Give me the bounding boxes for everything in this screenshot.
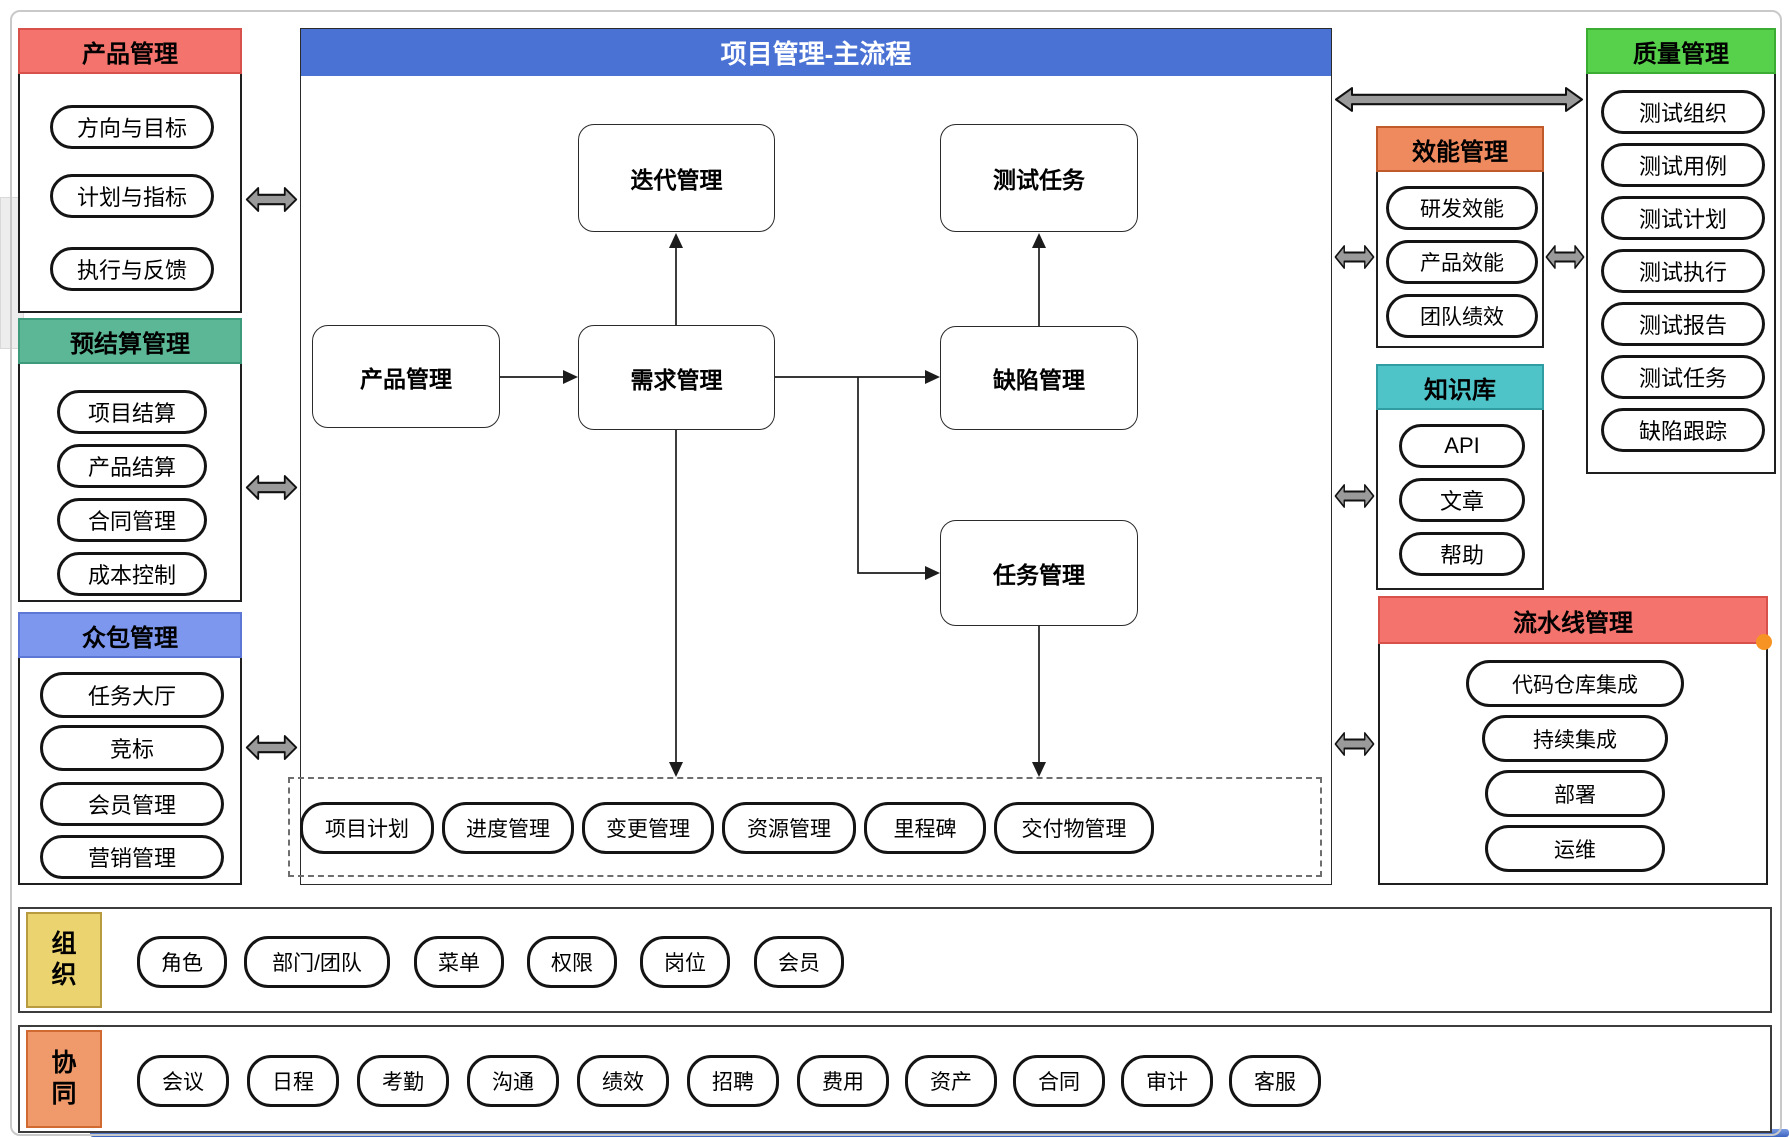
flow-node-product: 产品管理 [312,325,500,428]
pill-bidding: 竞标 [40,725,224,771]
double-arrow-icon [1545,244,1585,270]
pill-test-org: 测试组织 [1601,90,1765,134]
pill-test-task: 测试任务 [1601,355,1765,399]
section-header: 众包管理 [18,612,242,658]
pill-test-report: 测试报告 [1601,302,1765,346]
flow-node-defect: 缺陷管理 [940,326,1138,430]
pill-menu: 菜单 [414,936,504,988]
pill-deploy: 部署 [1485,770,1665,817]
section-quality-mgmt: 质量管理 测试组织 测试用例 测试计划 测试执行 测试报告 测试任务 缺陷跟踪 [1586,28,1776,474]
pill-help: 帮助 [1399,532,1525,576]
pill-marketing-mgmt: 营销管理 [40,835,224,879]
pill-position: 岗位 [640,936,730,988]
pill-test-case: 测试用例 [1601,143,1765,187]
section-header: 效能管理 [1376,126,1544,172]
double-arrow-icon [1334,483,1375,509]
pill-schedule: 日程 [247,1055,339,1107]
main-flow-title: 项目管理-主流程 [301,29,1331,76]
pill-attendance: 考勤 [357,1055,449,1107]
pill-role: 角色 [137,936,227,988]
double-arrow-icon [245,186,298,213]
flow-node-requirement: 需求管理 [578,325,775,430]
double-arrow-icon [1334,244,1375,270]
double-arrow-long-icon [1334,86,1584,113]
row-organization: 组 织 角色 部门/团队 菜单 权限 岗位 会员 [18,907,1772,1013]
pill-code-repo-integration: 代码仓库集成 [1466,660,1684,707]
section-efficiency-mgmt: 效能管理 研发效能 产品效能 团队绩效 [1376,126,1544,348]
pill-dev-efficiency: 研发效能 [1386,186,1538,230]
pill-cost-control: 成本控制 [57,552,207,596]
pill-communication: 沟通 [467,1055,559,1107]
double-arrow-icon [245,474,298,501]
pill-article: 文章 [1399,478,1525,522]
pill-customer-service: 客服 [1229,1055,1321,1107]
section-header: 预结算管理 [18,318,242,364]
section-header: 流水线管理 [1378,596,1768,644]
pill-recruitment: 招聘 [687,1055,779,1107]
pill-progress-mgmt: 进度管理 [442,802,574,854]
pill-defect-tracking: 缺陷跟踪 [1601,408,1765,452]
section-knowledge-base: 知识库 API 文章 帮助 [1376,364,1544,590]
pill-asset: 资产 [905,1055,997,1107]
section-main-flow: 项目管理-主流程 [300,28,1332,885]
pill-product-settle: 产品结算 [57,444,207,488]
row-collaboration: 协 同 会议 日程 考勤 沟通 绩效 招聘 费用 资产 合同 审计 客服 [18,1025,1772,1133]
pill-resource-mgmt: 资源管理 [722,802,856,854]
pill-deliverable-mgmt: 交付物管理 [994,802,1154,854]
flow-node-iteration: 迭代管理 [578,124,775,232]
pill-product-efficiency: 产品效能 [1386,240,1538,284]
pill-audit: 审计 [1121,1055,1213,1107]
pill-task-hall: 任务大厅 [40,672,224,718]
double-arrow-icon [245,734,298,761]
section-header: 质量管理 [1586,28,1776,74]
row-label-collaboration: 协 同 [26,1030,102,1128]
pill-contract-mgmt: 合同管理 [57,498,207,542]
section-header: 产品管理 [18,28,242,74]
background-window-bottom-edge [90,1129,1789,1137]
pill-test-plan: 测试计划 [1601,196,1765,240]
pill-continuous-integration: 持续集成 [1482,715,1668,762]
pill-plan-metric: 计划与指标 [50,174,214,218]
pill-member: 会员 [754,936,844,988]
pill-contract: 合同 [1013,1055,1105,1107]
pill-permission: 权限 [527,936,617,988]
pill-project-plan: 项目计划 [300,802,434,854]
pill-direction-goal: 方向与目标 [50,105,214,149]
pill-project-settle: 项目结算 [57,390,207,434]
pill-milestone: 里程碑 [864,802,986,854]
section-product-mgmt: 产品管理 方向与目标 计划与指标 执行与反馈 [18,28,242,313]
pill-operations: 运维 [1485,825,1665,872]
flow-node-task: 任务管理 [940,520,1138,626]
pill-change-mgmt: 变更管理 [582,802,714,854]
flow-node-test-task: 测试任务 [940,124,1138,232]
pill-performance: 绩效 [577,1055,669,1107]
flow-dashed-group: 项目计划 进度管理 变更管理 资源管理 里程碑 交付物管理 [288,777,1322,877]
pill-test-execute: 测试执行 [1601,249,1765,293]
pill-team-performance: 团队绩效 [1386,294,1538,338]
section-budget-mgmt: 预结算管理 项目结算 产品结算 合同管理 成本控制 [18,318,242,602]
pill-member-mgmt: 会员管理 [40,782,224,826]
pipeline-status-dot-icon [1756,634,1772,650]
pill-department-team: 部门/团队 [244,936,390,988]
double-arrow-icon [1334,731,1375,757]
pill-api: API [1399,424,1525,468]
row-label-organization: 组 织 [26,912,102,1008]
section-pipeline-mgmt: 流水线管理 代码仓库集成 持续集成 部署 运维 [1378,596,1768,885]
pill-execute-feedback: 执行与反馈 [50,247,214,291]
section-header: 知识库 [1376,364,1544,410]
pill-expense: 费用 [797,1055,889,1107]
pill-meeting: 会议 [137,1055,229,1107]
section-crowdsourcing-mgmt: 众包管理 任务大厅 竞标 会员管理 营销管理 [18,612,242,885]
